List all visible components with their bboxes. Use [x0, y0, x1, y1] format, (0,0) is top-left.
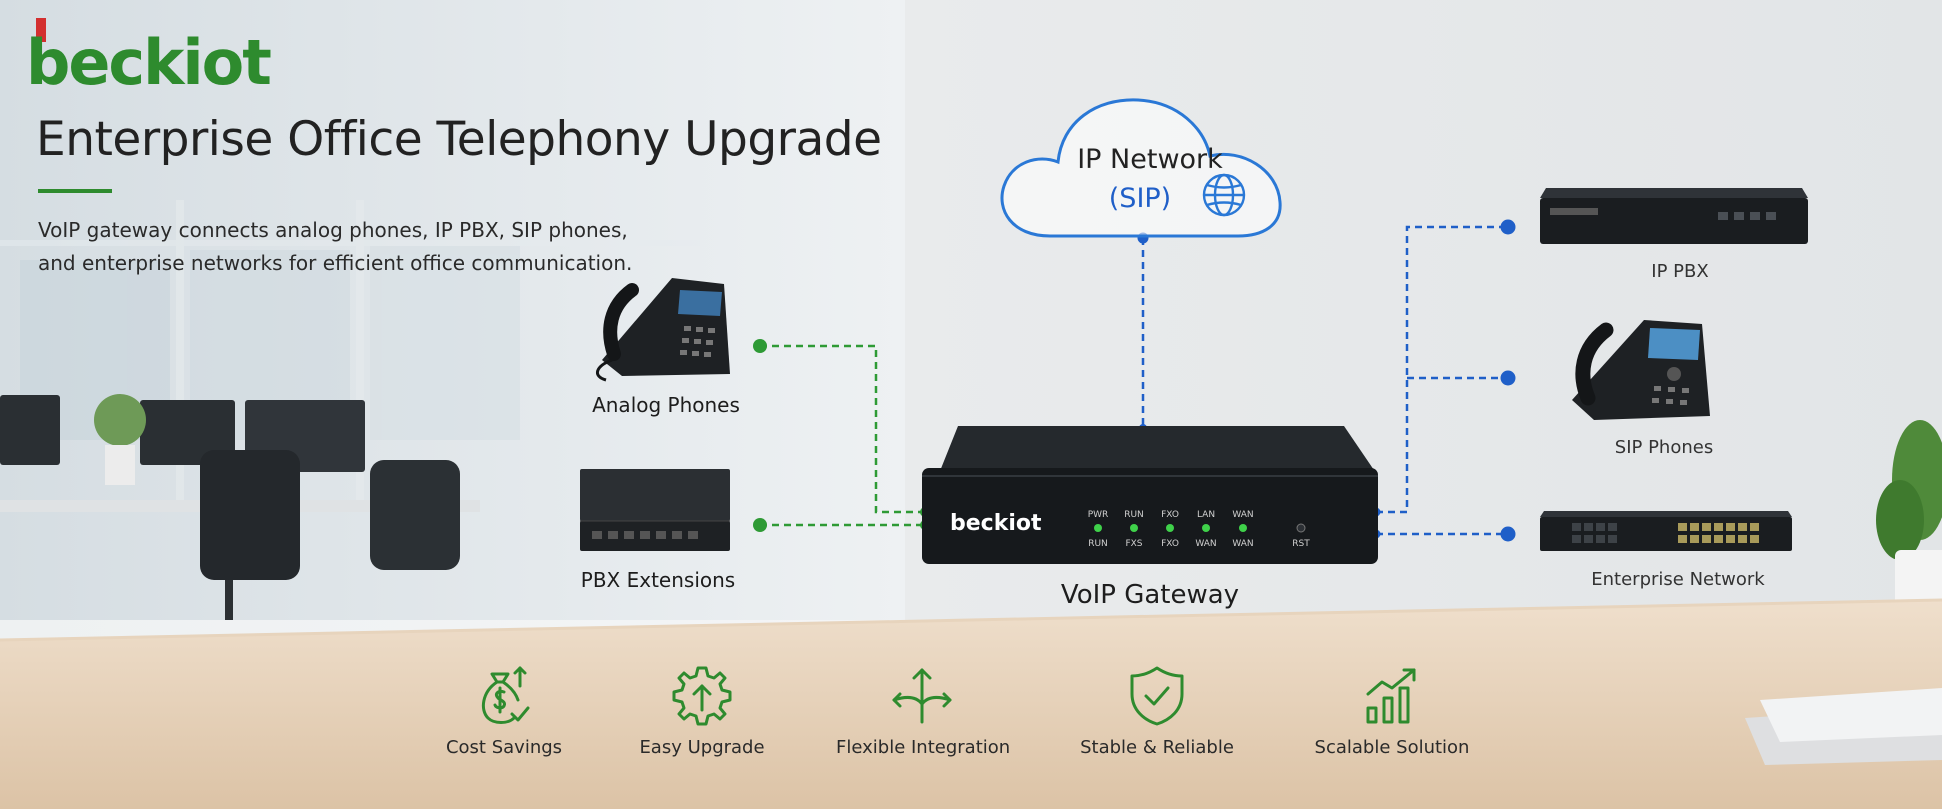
label-analog-phones: Analog Phones: [592, 393, 740, 417]
cloud-label-sip: (SIP): [1108, 183, 1172, 214]
office-furniture: [0, 394, 480, 620]
logo-text: beckiot: [26, 26, 271, 96]
money-bag-icon: [481, 666, 530, 724]
description-line-2: and enterprise networks for efficient of…: [38, 251, 633, 275]
ip-network-cloud: [1000, 98, 1282, 238]
label-sip-phones: SIP Phones: [1614, 437, 1714, 458]
globe-icon: [1202, 173, 1246, 217]
logo-graphic: beckiot: [26, 18, 273, 99]
led-1: [1094, 524, 1102, 532]
benefit-label-2: Easy Upgrade: [639, 737, 765, 758]
sip-phone-screen: [1648, 328, 1700, 360]
shield-check-icon: [1130, 666, 1184, 726]
led-label-top-3: FXO: [1161, 510, 1179, 520]
benefit-label-3: Flexible Integration: [836, 737, 1011, 758]
gear-upgrade-icon: [672, 666, 732, 726]
led-label-top-1: PWR: [1088, 510, 1109, 520]
reset-label: RST: [1292, 539, 1310, 549]
led-label-bottom-4: WAN: [1195, 539, 1216, 549]
description-line-1: VoIP gateway connects analog phones, IP …: [38, 218, 628, 242]
led-label-bottom-1: RUN: [1088, 539, 1108, 549]
growth-chart-icon: [1366, 668, 1416, 724]
analog-phone-image: [596, 278, 730, 382]
benefit-label-1: Cost Savings: [445, 737, 563, 758]
phone-screen: [678, 290, 722, 316]
brand-logo: beckiot: [26, 18, 276, 99]
desk-surface: [0, 600, 1942, 809]
pbx-extensions-image: [580, 469, 730, 551]
notebooks-decoration: [1745, 688, 1942, 765]
split-arrows-icon: [892, 668, 952, 724]
cloud-label-network: IP Network: [1077, 144, 1223, 175]
link-ip-pbx: [1376, 225, 1508, 514]
led-5: [1239, 524, 1247, 532]
label-ip-pbx: IP PBX: [1651, 261, 1709, 282]
benefit-label-5: Scalable Solution: [1314, 737, 1470, 758]
reset-button: [1296, 523, 1306, 533]
voip-gateway-device: beckiot PWR RUN FXO LAN WAN RUN FXS FXO …: [922, 426, 1378, 564]
label-voip-gateway: VoIP Gateway: [1060, 580, 1240, 610]
led-label-top-5: WAN: [1232, 510, 1253, 520]
led-label-top-2: RUN: [1124, 510, 1144, 520]
label-pbx-extensions: PBX Extensions: [580, 568, 736, 592]
benefit-label-4: Stable & Reliable: [1080, 737, 1234, 758]
led-label-bottom-3: FXO: [1161, 539, 1179, 549]
title-underline: [38, 189, 112, 193]
network-switch-image: [1540, 511, 1792, 551]
label-enterprise-network: Enterprise Network: [1591, 569, 1765, 590]
sip-phone-image: [1572, 320, 1710, 420]
gateway-brand: beckiot: [950, 511, 1042, 536]
led-label-bottom-5: WAN: [1232, 539, 1253, 549]
led-3: [1166, 524, 1174, 532]
led-label-bottom-2: FXS: [1125, 539, 1142, 549]
led-label-top-4: LAN: [1197, 510, 1215, 520]
led-4: [1202, 524, 1210, 532]
status-leds: [1094, 524, 1247, 532]
ip-pbx-image: [1540, 188, 1808, 244]
handset: [603, 283, 639, 361]
sip-handset: [1575, 322, 1614, 406]
led-2: [1130, 524, 1138, 532]
page-title: Enterprise Office Telephony Upgrade: [36, 112, 882, 167]
link-analog-phones: [760, 344, 925, 514]
